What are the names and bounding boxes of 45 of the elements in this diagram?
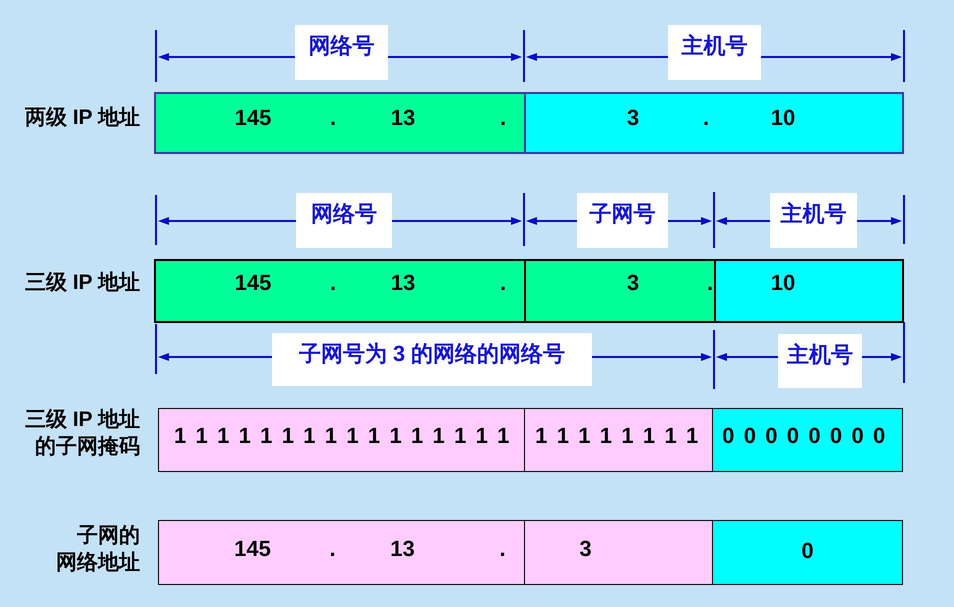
octet-value: 3	[626, 270, 640, 296]
octet-value: 0	[801, 538, 814, 564]
octet-value: 3	[626, 105, 640, 131]
mask-bits: 0 0 0 0 0 0 0 0	[722, 422, 887, 448]
row-label: 两级 IP 地址	[24, 105, 140, 131]
dot-separator: .	[702, 105, 710, 131]
dimension-label: 网络号	[296, 193, 392, 248]
octet-value: 145	[234, 270, 272, 296]
octet-value: 3	[579, 536, 592, 562]
row-label: 子网的网络地址	[55, 523, 140, 576]
dot-separator: .	[329, 536, 336, 562]
dimension-label: 子网号	[577, 193, 668, 248]
octet-value: 145	[234, 105, 272, 131]
dimension-label: 主机号	[668, 25, 761, 80]
dimension-label: 子网号为 3 的网络的网络号	[272, 333, 592, 386]
dimension-label: 主机号	[770, 193, 857, 248]
octet-value: 13	[390, 270, 416, 296]
network-segment	[154, 259, 526, 323]
dot-separator: .	[330, 270, 336, 296]
subnet-mask-segment	[524, 408, 714, 472]
dot-separator: .	[706, 270, 714, 296]
mask-bits: 1 1 1 1 1 1 1 1 1 1 1 1 1 1 1 1	[174, 422, 512, 448]
network-mask-segment	[158, 408, 526, 472]
dot-separator: .	[499, 536, 506, 562]
subnet-segment	[524, 259, 716, 323]
octet-value: 13	[390, 105, 416, 131]
host-mask-segment	[712, 408, 902, 472]
octet-value: 10	[770, 270, 796, 296]
octet-value: 13	[390, 536, 415, 562]
host-segment	[714, 259, 904, 323]
dot-separator: .	[500, 105, 506, 131]
subnet-segment	[524, 520, 714, 585]
host-segment	[712, 520, 902, 585]
dimension-label: 网络号	[295, 25, 388, 80]
octet-value: 145	[234, 536, 271, 562]
row-label: 三级 IP 地址	[24, 270, 140, 296]
row-label: 三级 IP 地址的子网掩码	[24, 407, 140, 460]
mask-bits: 1 1 1 1 1 1 1 1	[535, 422, 700, 448]
octet-value: 10	[770, 105, 796, 131]
dot-separator: .	[330, 105, 336, 131]
host-segment	[524, 92, 904, 154]
network-segment	[154, 92, 526, 154]
network-segment	[158, 520, 526, 585]
dot-separator: .	[500, 270, 506, 296]
dimension-label: 主机号	[778, 334, 862, 388]
